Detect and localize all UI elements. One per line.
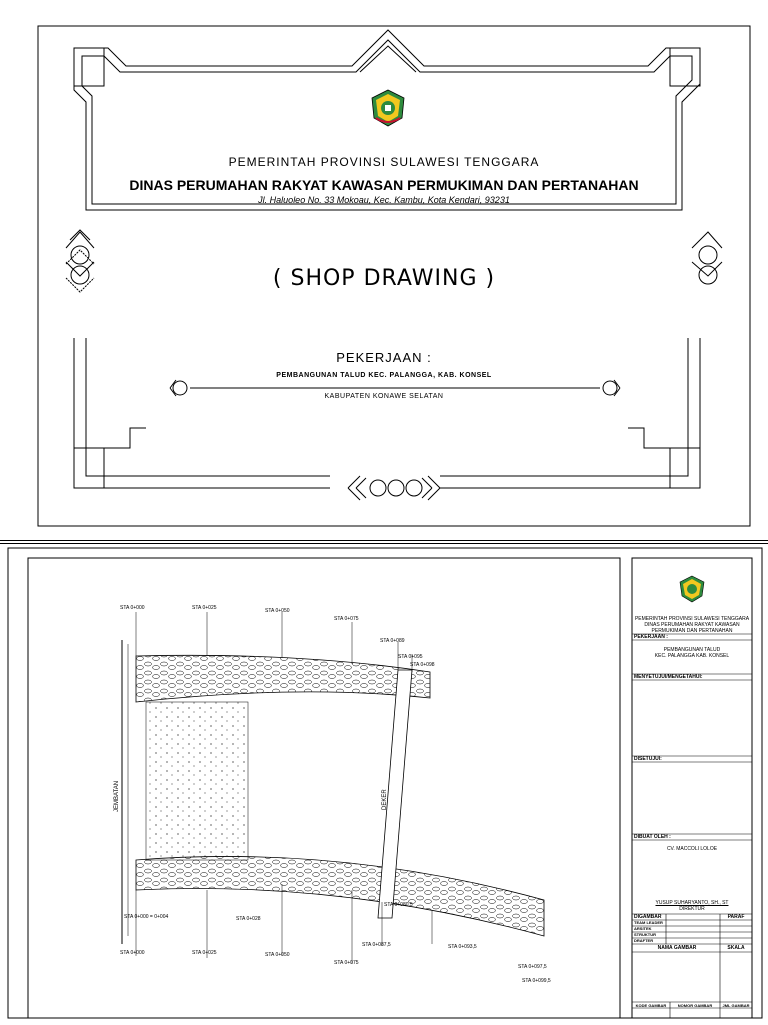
title-block-work-label: PEKERJAAN : bbox=[634, 634, 668, 640]
bridge-label: JEMBATAN bbox=[114, 780, 120, 812]
station-top-2: STA 0+050 bbox=[265, 608, 290, 614]
station-top-3: STA 0+075 bbox=[334, 616, 359, 622]
station-inner-1: STA 0+028 bbox=[236, 916, 261, 922]
title-block-emblem-icon bbox=[679, 575, 705, 603]
provincial-emblem-icon bbox=[371, 89, 405, 127]
sign-label: PARAF bbox=[727, 914, 745, 920]
regency-name: KABUPATEN KONAWE SELATAN bbox=[324, 393, 444, 400]
station-bottom-0: STA 0+000 bbox=[120, 950, 145, 956]
agency-name: DINAS PERUMAHAN RAKYAT KAWASAN PERMUKIMA… bbox=[129, 177, 639, 193]
station-inner-2: STA 0+080,5 bbox=[384, 902, 413, 908]
cover-sheet: PEMERINTAH PROVINSI SULAWESI TENGGARA DI… bbox=[0, 25, 768, 541]
station-bottom-4: STA 0+087,5 bbox=[362, 942, 391, 948]
station-top-1: STA 0+025 bbox=[192, 605, 217, 611]
title-block-work-value: PEMBANGUNAN TALUD KEC. PALANGGA KAB. KON… bbox=[654, 647, 730, 659]
role-3: DRAFTER bbox=[634, 938, 654, 943]
approved-label: MENYETUJUI/MENGETAHUI: bbox=[634, 674, 703, 680]
drawn-by-label: DIGAMBAR bbox=[634, 914, 662, 920]
station-inner-0: STA 0+000 = 0+004 bbox=[124, 914, 169, 920]
plan-drawing bbox=[7, 547, 763, 1019]
work-label: PEKERJAAN : bbox=[336, 350, 432, 365]
checked-label: DISETUJUI: bbox=[634, 756, 662, 762]
agency-address: Jl. Haluoleo No. 33 Mokoau, Kec. Kambu, … bbox=[258, 195, 510, 205]
station-top-5: STA 0+095 bbox=[398, 654, 423, 660]
drawing-name-label: NAMA GAMBAR bbox=[657, 945, 697, 951]
director-name: YUSUP SUHARYANTO, SH., ST bbox=[655, 900, 729, 906]
station-bottom-3: STA 0+075 bbox=[334, 960, 359, 966]
made-by-value: CV. MACCOLI LOLOE bbox=[666, 846, 718, 852]
station-top-0: STA 0+000 bbox=[120, 605, 145, 611]
role-2: STRUKTUR bbox=[634, 932, 656, 937]
station-bottom-6: STA 0+097,5 bbox=[518, 964, 547, 970]
station-top-4: STA 0+089 bbox=[380, 638, 405, 644]
drawing-title: ( SHOP DRAWING ) bbox=[272, 266, 496, 291]
station-bottom-5: STA 0+093,5 bbox=[448, 944, 477, 950]
plan-sheet: JEMBATAN DEKER STA 0+000 STA 0+025 STA 0… bbox=[0, 543, 768, 1025]
scale-label: SKALA bbox=[727, 945, 745, 951]
director-title: DIREKTUR bbox=[679, 906, 705, 912]
role-1: ARSITEK bbox=[634, 926, 652, 931]
station-top-6: STA 0+098 bbox=[410, 662, 435, 668]
project-name: PEMBANGUNAN TALUD KEC. PALANGGA, KAB. KO… bbox=[276, 372, 492, 379]
sheet-count-label: JML GAMBAR bbox=[722, 1003, 750, 1008]
station-bottom-7: STA 0+099,5 bbox=[522, 978, 551, 984]
made-by-label: DIBUAT OLEH : bbox=[634, 834, 671, 840]
role-0: TEAM LEADER bbox=[634, 920, 663, 925]
station-bottom-2: STA 0+050 bbox=[265, 952, 290, 958]
drawing-code-label: KODE GAMBAR bbox=[635, 1003, 667, 1008]
ornamental-frame bbox=[37, 25, 751, 527]
title-block-header: PEMERINTAH PROVINSI SULAWESI TENGGARA DI… bbox=[634, 616, 750, 634]
station-bottom-1: STA 0+025 bbox=[192, 950, 217, 956]
drawing-number-label: NOMOR GAMBAR bbox=[677, 1003, 713, 1008]
culvert-label: DEKER bbox=[382, 789, 388, 810]
government-name: PEMERINTAH PROVINSI SULAWESI TENGGARA bbox=[228, 155, 540, 169]
